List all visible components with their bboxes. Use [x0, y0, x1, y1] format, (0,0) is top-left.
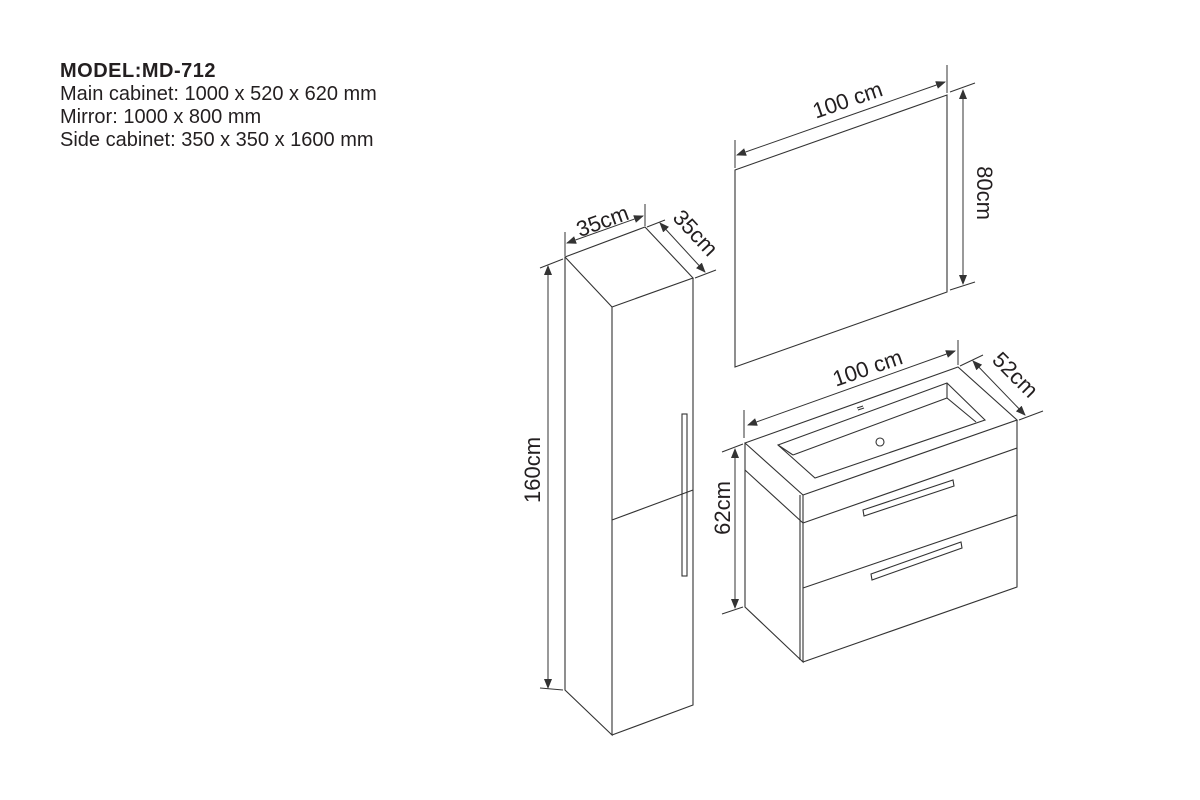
side-cabinet-front-face: [611, 278, 694, 736]
bottom-drawer-handle: [870, 541, 963, 581]
main-cabinet-spec: Main cabinet: 1000 x 520 x 620 mm: [60, 83, 377, 105]
side-cabinet-handle: [681, 413, 688, 577]
drain-icon: [875, 437, 885, 447]
drawer-divider: [802, 514, 1018, 589]
cabinet-depth-dimension: 52cm: [959, 347, 1044, 421]
side-width-dimension: 35cm: [564, 200, 646, 256]
mirror: [734, 94, 948, 368]
cabinet-width-dimension: 100 cm: [743, 340, 959, 438]
mirror-spec: Mirror: 1000 x 800 mm: [60, 106, 262, 128]
cabinet-height-label: 62cm: [710, 481, 735, 535]
side-cabinet: [564, 226, 694, 737]
top-drawer-handle: [862, 479, 955, 517]
sink-basin: [776, 382, 987, 479]
tap-hole-icon: [856, 405, 865, 411]
side-cabinet-left-face: [564, 257, 613, 737]
side-cabinet-spec: Side cabinet: 350 x 350 x 1600 mm: [60, 129, 374, 151]
side-cabinet-door-split: [611, 489, 694, 521]
mirror-width-dimension: 100 cm: [734, 65, 948, 168]
mirror-height-dimension: 80cm: [949, 82, 997, 291]
model-title: MODEL:MD-712: [60, 60, 217, 82]
mirror-height-label: 80cm: [972, 166, 997, 220]
cabinet-side-face: [744, 443, 804, 664]
countertop-edge: [802, 447, 1018, 524]
side-height-dimension: 160cm: [520, 258, 564, 691]
cabinet-top: [743, 366, 1019, 496]
cabinet-front: [802, 420, 1018, 663]
spec-block: MODEL:MD-712 Main cabinet: 1000 x 520 x …: [60, 60, 377, 152]
cabinet-depth-label: 52cm: [987, 347, 1043, 403]
side-depth-label: 35cm: [668, 205, 723, 261]
cabinet-height-dimension: 62cm: [710, 443, 744, 615]
cabinet-width-label: 100 cm: [829, 344, 905, 391]
side-height-label: 160cm: [520, 437, 545, 503]
